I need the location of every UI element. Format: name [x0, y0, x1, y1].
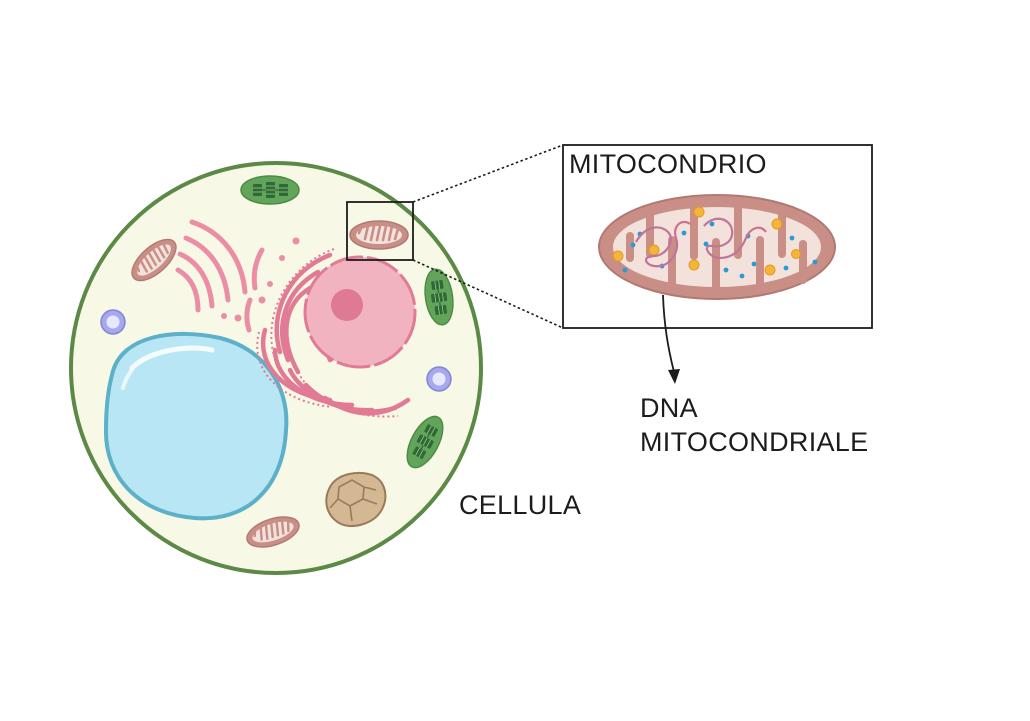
zoom-line [412, 259, 564, 329]
nucleus [303, 255, 417, 369]
ribosome-dots [256, 248, 399, 418]
vesicle [426, 366, 452, 392]
mtdna-label-line1: DNA [640, 393, 698, 423]
vacuole [103, 331, 289, 521]
zoom-line [412, 144, 564, 203]
mitochondrion-enlarged [598, 194, 836, 300]
mitochondrion-label: MITOCONDRIO [569, 149, 767, 179]
mtdna-label-line2: MITOCONDRIALE [640, 427, 869, 457]
chloroplast [240, 175, 300, 205]
golgi-apparatus [175, 219, 265, 333]
arrow-head [668, 369, 680, 384]
arrow-down-icon [662, 294, 675, 373]
granule [325, 471, 387, 527]
vesicle [100, 309, 126, 335]
mitochondrion [349, 220, 409, 250]
cell-label: CELLULA [459, 490, 582, 520]
nucleolus [331, 289, 363, 321]
golgi-vesicles [221, 237, 300, 322]
zoom-box-icon [346, 201, 414, 261]
